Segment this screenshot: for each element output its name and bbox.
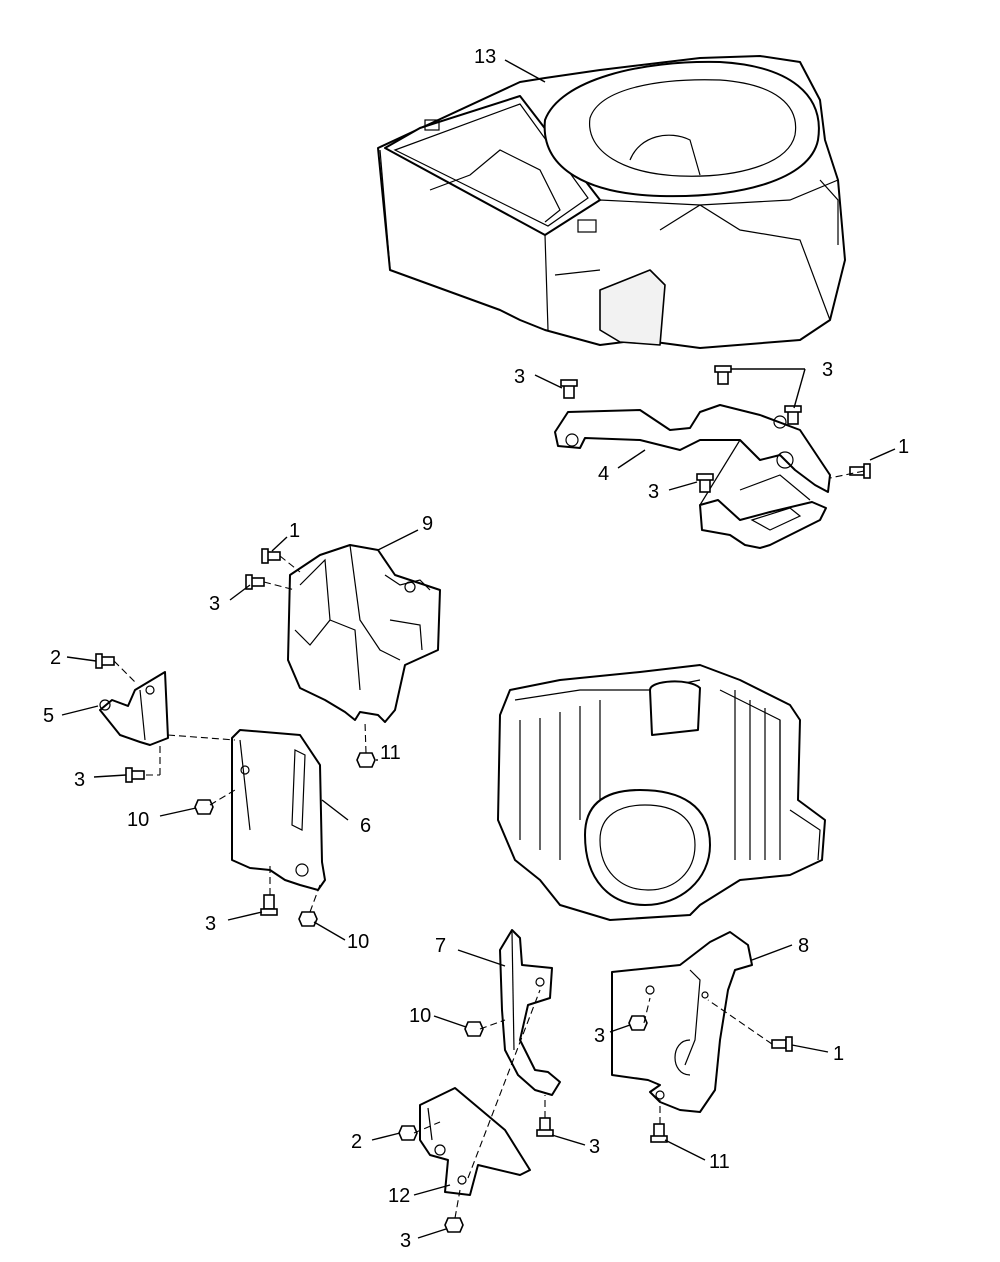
engine-block [497, 664, 826, 921]
callout-3: 3 [205, 913, 216, 935]
callout-10: 10 [347, 931, 369, 953]
bolt-icon [560, 379, 578, 399]
bolt-icon [245, 574, 265, 590]
callout-10: 10 [127, 809, 149, 831]
callout-3: 3 [400, 1230, 411, 1252]
bolt-icon [771, 1036, 793, 1052]
callout-4: 4 [598, 463, 609, 485]
nut-icon [194, 799, 214, 815]
nut-icon [628, 1015, 648, 1031]
shield-part-8 [611, 931, 753, 1113]
lower-bracket-part-4 [554, 404, 831, 549]
callout-3: 3 [648, 481, 659, 503]
leader-lines [61, 59, 896, 1239]
callout-13: 13 [474, 46, 496, 68]
callout-labels: 13 3 3 4 1 3 1 9 3 2 5 3 11 10 6 3 10 7 … [43, 46, 909, 1252]
callout-11: 11 [380, 742, 401, 764]
callout-3: 3 [74, 769, 85, 791]
callout-6: 6 [360, 815, 371, 837]
callout-1: 1 [289, 520, 300, 542]
callout-12: 12 [388, 1185, 410, 1207]
shroud-part-9 [287, 544, 441, 723]
blower-housing-part-13 [377, 55, 846, 349]
bolt-icon [260, 894, 278, 916]
callout-2: 2 [351, 1131, 362, 1153]
callout-1: 1 [833, 1043, 844, 1065]
callout-3: 3 [594, 1025, 605, 1047]
callout-9: 9 [422, 513, 433, 535]
callout-5: 5 [43, 705, 54, 727]
bracket-part-5 [99, 671, 169, 746]
callout-11: 11 [709, 1151, 730, 1173]
bolt-icon [650, 1123, 668, 1143]
callout-3: 3 [589, 1136, 600, 1158]
callout-2: 2 [50, 647, 61, 669]
bolt-icon [849, 463, 871, 479]
alignment-lines [113, 470, 865, 1219]
bolt-icon [696, 473, 714, 493]
callout-7: 7 [435, 935, 446, 957]
callout-3: 3 [822, 359, 833, 381]
bolt-icon [714, 365, 732, 385]
side-shroud-part-6 [231, 729, 326, 891]
nut-icon [298, 911, 318, 927]
callout-8: 8 [798, 935, 809, 957]
callout-10: 10 [409, 1005, 431, 1027]
callout-1: 1 [898, 436, 909, 458]
bolt-icon [261, 548, 281, 564]
bolt-icon [784, 405, 802, 425]
nut-icon [464, 1021, 484, 1037]
bolt-icon [95, 653, 115, 669]
callout-3: 3 [514, 366, 525, 388]
nut-icon [356, 752, 376, 768]
fasteners [95, 365, 871, 1233]
nut-icon [444, 1217, 464, 1233]
callout-3: 3 [209, 593, 220, 615]
bolt-icon [125, 767, 145, 783]
bracket-part-12 [419, 1087, 531, 1196]
bolt-icon [536, 1117, 554, 1137]
